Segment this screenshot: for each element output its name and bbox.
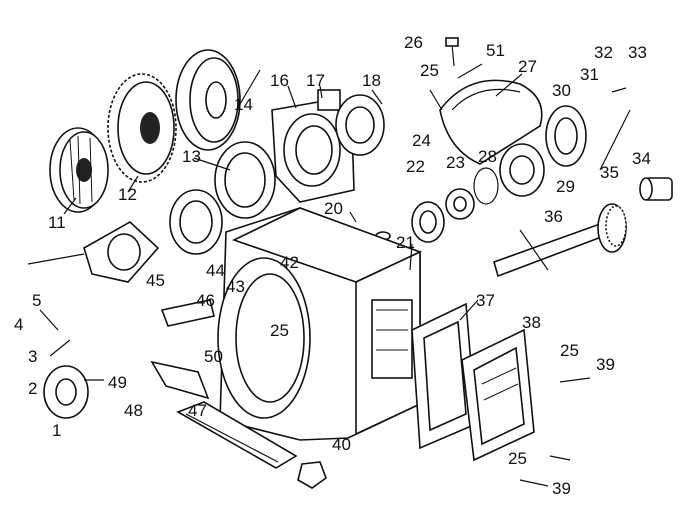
callout-30: 30 <box>552 81 571 100</box>
callout-37: 37 <box>476 291 495 310</box>
part-bearing-13 <box>169 141 276 255</box>
callout-25b: 25 <box>270 321 289 340</box>
callout-13: 13 <box>182 147 201 166</box>
part-bushing-34 <box>639 177 673 201</box>
callout-29: 29 <box>556 177 575 196</box>
callout-50: 50 <box>204 347 223 366</box>
callout-46: 46 <box>196 291 215 310</box>
callout-44: 44 <box>206 261 225 280</box>
part-cover-dome <box>439 79 543 165</box>
part-gasket-30 <box>545 105 587 167</box>
callout-23: 23 <box>446 153 465 172</box>
callout-2: 2 <box>28 379 37 398</box>
callout-38: 38 <box>522 313 541 332</box>
callout-25a: 25 <box>420 61 439 80</box>
callout-45: 45 <box>146 271 165 290</box>
callout-36: 36 <box>544 207 563 226</box>
callout-26: 26 <box>404 33 423 52</box>
callout-48: 48 <box>124 401 143 420</box>
callout-34: 34 <box>632 149 651 168</box>
callout-24: 24 <box>412 131 431 150</box>
part-nut-40 <box>297 461 327 489</box>
callout-4: 4 <box>14 315 23 334</box>
part-levers <box>150 299 215 400</box>
callout-39a: 39 <box>596 355 615 374</box>
part-cover-38 <box>461 328 535 462</box>
callout-35: 35 <box>600 163 619 182</box>
callout-27: 27 <box>518 57 537 76</box>
part-main-housing <box>217 207 423 441</box>
callout-14: 14 <box>234 95 253 114</box>
callout-3: 3 <box>28 347 37 366</box>
callout-47: 47 <box>188 401 207 420</box>
callout-labels: 1 2 3 4 5 11 12 13 14 16 17 18 20 21 22 … <box>14 33 651 498</box>
part-small-bolts <box>429 37 627 487</box>
callout-12: 12 <box>118 185 137 204</box>
callout-11: 11 <box>48 213 66 232</box>
callout-32: 32 <box>594 43 613 62</box>
callout-42: 42 <box>280 253 299 272</box>
callout-40: 40 <box>332 435 351 454</box>
callout-25d: 25 <box>508 449 527 468</box>
callout-18: 18 <box>362 71 381 90</box>
callout-28: 28 <box>478 147 497 166</box>
callout-16: 16 <box>270 71 289 90</box>
part-flange-49 <box>43 221 160 419</box>
part-gear-12 <box>107 73 177 183</box>
callout-17: 17 <box>306 71 325 90</box>
callout-25c: 25 <box>560 341 579 360</box>
part-flange-housing <box>271 89 355 203</box>
callout-31: 31 <box>580 65 599 84</box>
callout-51: 51 <box>486 41 505 60</box>
callout-33: 33 <box>628 43 647 62</box>
part-long-shaft <box>375 61 414 241</box>
callout-21: 21 <box>396 233 415 252</box>
callout-20: 20 <box>324 199 343 218</box>
callout-22: 22 <box>406 157 425 176</box>
leader-lines <box>27 63 631 381</box>
part-bottom-gasket <box>176 401 298 469</box>
callout-1: 1 <box>52 421 61 440</box>
callout-5: 5 <box>32 291 41 310</box>
callout-49: 49 <box>108 373 127 392</box>
part-splined-shaft <box>493 203 627 278</box>
part-pulley-disc <box>49 127 109 213</box>
part-sleeve-17 <box>335 94 385 156</box>
part-bearings-group <box>411 143 545 243</box>
part-plate-disc <box>175 49 241 151</box>
callout-43: 43 <box>226 277 245 296</box>
callout-39b: 39 <box>552 479 571 498</box>
